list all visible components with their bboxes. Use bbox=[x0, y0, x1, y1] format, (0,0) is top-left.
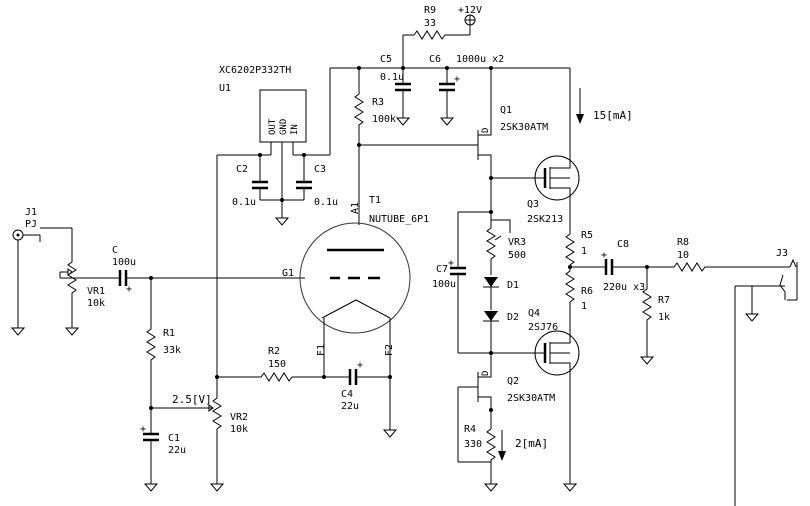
jack-j3 bbox=[734, 258, 798, 506]
label-bias: 2.5[V] bbox=[172, 393, 212, 406]
label-vr1: VR1 bbox=[87, 286, 105, 297]
label-r7-val: 1k bbox=[658, 312, 670, 323]
svg-text:D: D bbox=[481, 128, 491, 133]
label-r2: R2 bbox=[268, 346, 280, 357]
label-a1: A1 bbox=[350, 202, 361, 214]
label-i2: 2[mA] bbox=[515, 437, 548, 450]
label-c1-val: 22u bbox=[168, 445, 186, 456]
label-r8-val: 10 bbox=[677, 250, 689, 261]
jack-j1 bbox=[12, 229, 41, 318]
label-u1-part: XC6202P332TH bbox=[219, 65, 291, 76]
mosfet-q3 bbox=[534, 68, 580, 230]
label-r4: R4 bbox=[464, 424, 476, 435]
label-c-val: 100u bbox=[112, 257, 136, 268]
label-t1: T1 bbox=[369, 195, 381, 206]
label-vr3-val: 500 bbox=[508, 250, 526, 261]
label-c7: C7 bbox=[436, 264, 448, 275]
label-r9-val: 33 bbox=[424, 18, 436, 29]
label-c5-val: 0.1u bbox=[380, 72, 404, 83]
label-r4-val: 330 bbox=[464, 439, 482, 450]
label-r5: R5 bbox=[581, 230, 593, 241]
label-c8-val: 220u x3 bbox=[603, 282, 645, 293]
label-i15: 15[mA] bbox=[593, 109, 633, 122]
label-c7-val: 100u bbox=[432, 279, 456, 290]
jfet-q2 bbox=[457, 353, 492, 463]
label-r3-val: 100k bbox=[372, 114, 396, 125]
label-c6: C6 bbox=[429, 54, 441, 65]
svg-text:+: + bbox=[357, 360, 363, 371]
pot-vr1 bbox=[40, 227, 77, 318]
label-j1: J1 bbox=[25, 207, 37, 218]
label-r6: R6 bbox=[581, 286, 593, 297]
label-c3: C3 bbox=[314, 164, 326, 175]
label-r8: R8 bbox=[677, 237, 689, 248]
label-c1: C1 bbox=[168, 433, 180, 444]
label-d1: D1 bbox=[507, 280, 519, 291]
svg-text:+: + bbox=[448, 258, 454, 269]
svg-text:+: + bbox=[126, 284, 132, 295]
label-g1: G1 bbox=[282, 268, 294, 279]
label-r1: R1 bbox=[163, 328, 175, 339]
label-q2-part: 2SK30ATM bbox=[507, 393, 555, 404]
label-r2-val: 150 bbox=[268, 359, 286, 370]
label-vr2: VR2 bbox=[230, 412, 248, 423]
label-u1: U1 bbox=[219, 83, 231, 94]
svg-text:OUT: OUT bbox=[268, 118, 278, 135]
diode-d2 bbox=[483, 311, 499, 322]
nutube-t1 bbox=[299, 222, 411, 334]
label-r3: R3 bbox=[372, 97, 384, 108]
label-r5-val: 1 bbox=[581, 246, 587, 257]
label-c2-val: 0.1u bbox=[232, 197, 256, 208]
label-c4: C4 bbox=[341, 389, 353, 400]
label-r9: R9 bbox=[424, 5, 436, 16]
label-q2: Q2 bbox=[507, 376, 519, 387]
label-r1-val: 33k bbox=[163, 345, 181, 356]
svg-text:GND: GND bbox=[279, 119, 289, 135]
label-q3: Q3 bbox=[527, 199, 539, 210]
label-f1: F1 bbox=[316, 344, 327, 356]
svg-text:+: + bbox=[140, 424, 146, 435]
jfet-q1 bbox=[474, 68, 492, 178]
svg-text:IN: IN bbox=[290, 124, 300, 135]
label-c4-val: 22u bbox=[341, 401, 359, 412]
svg-text:D: D bbox=[481, 371, 491, 376]
label-vr3: VR3 bbox=[508, 237, 526, 248]
label-d2: D2 bbox=[507, 312, 519, 323]
mosfet-q4 bbox=[534, 306, 580, 474]
label-q1: Q1 bbox=[500, 105, 512, 116]
label-j3: J3 bbox=[776, 248, 788, 259]
label-vr2-val: 10k bbox=[230, 424, 248, 435]
label-vcc: +12V bbox=[458, 5, 482, 16]
label-c5: C5 bbox=[380, 54, 392, 65]
label-t1-part: NUTUBE_6P1 bbox=[369, 214, 429, 225]
label-c8: C8 bbox=[617, 239, 629, 250]
regulator-u1 bbox=[259, 89, 307, 143]
label-c6-val: 1000u x2 bbox=[456, 54, 504, 65]
diode-d1 bbox=[483, 277, 499, 288]
label-r6-val: 1 bbox=[581, 301, 587, 312]
label-pj: PJ bbox=[25, 219, 37, 230]
label-vr1-val: 10k bbox=[87, 298, 105, 309]
svg-text:+: + bbox=[601, 250, 607, 261]
label-q4-part: 2SJ76 bbox=[528, 322, 558, 333]
label-q1-part: 2SK30ATM bbox=[500, 122, 548, 133]
svg-text:+: + bbox=[454, 74, 460, 85]
label-c2: C2 bbox=[236, 164, 248, 175]
label-c3-val: 0.1u bbox=[314, 197, 338, 208]
label-q4: Q4 bbox=[528, 308, 540, 319]
label-q3-part: 2SK213 bbox=[527, 214, 563, 225]
label-r7: R7 bbox=[658, 295, 670, 306]
label-c: C bbox=[112, 245, 118, 256]
